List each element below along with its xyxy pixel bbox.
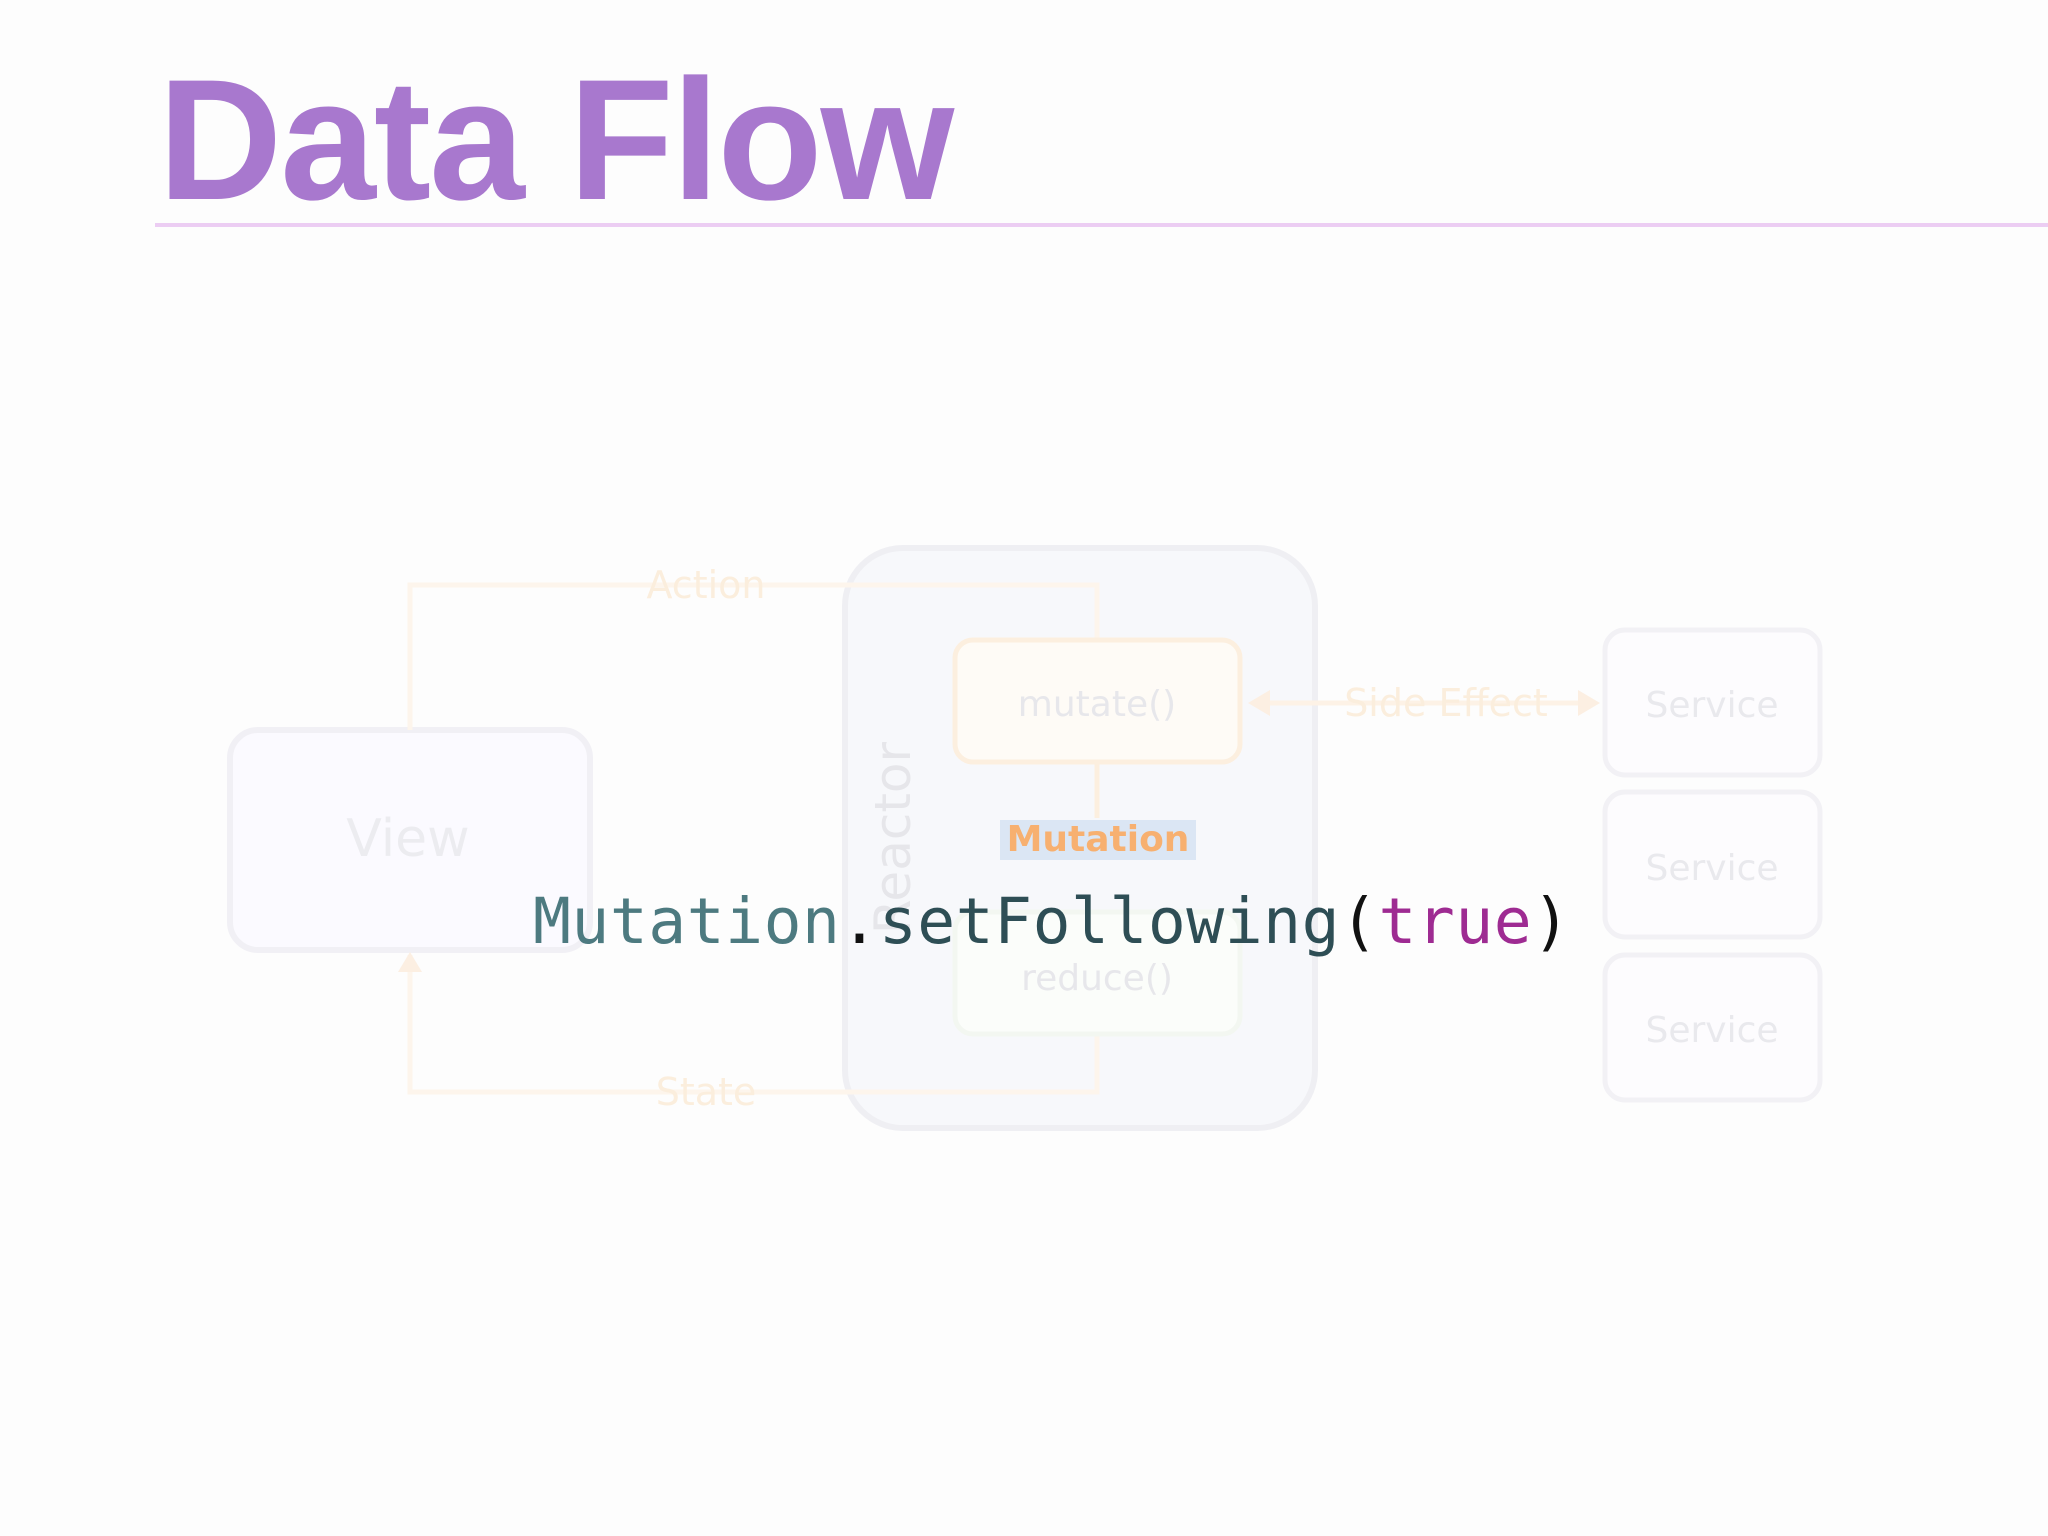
code-dot: . (840, 885, 879, 958)
reduce-label: reduce() (1021, 958, 1173, 999)
slide-title: Data Flow (158, 44, 954, 236)
code-snippet: Mutation.setFollowing(true) (533, 890, 1571, 953)
reduce-box (952, 909, 1243, 1037)
code-type-name: Mutation (533, 885, 841, 958)
service-box-1 (1602, 627, 1823, 778)
action-label: Action (646, 563, 765, 607)
code-close-paren: ) (1532, 885, 1571, 958)
view-label: View (346, 809, 469, 869)
service-label-2: Service (1645, 848, 1778, 889)
service-box-2 (1602, 789, 1823, 940)
reactor-label: Reactor (864, 741, 922, 934)
service-box-3 (1602, 952, 1823, 1103)
mutate-label: mutate() (1018, 684, 1176, 725)
mutation-badge (1000, 820, 1196, 860)
side-effect-label: Side Effect (1344, 681, 1548, 725)
code-open-paren: ( (1340, 885, 1379, 958)
action-arrow (407, 582, 1100, 730)
state-label: State (656, 1070, 757, 1114)
title-underline (155, 223, 2048, 227)
code-method-name: setFollowing (878, 885, 1341, 958)
service-label-1: Service (1645, 685, 1778, 726)
code-argument: true (1378, 885, 1533, 958)
state-arrow (407, 955, 1100, 1095)
service-label-3: Service (1645, 1010, 1778, 1051)
mutation-badge-label: Mutation (1007, 819, 1190, 860)
state-arrowhead (398, 952, 422, 972)
side-effect-arrowhead-left (1248, 690, 1270, 716)
side-effect-arrowhead-right (1578, 690, 1600, 716)
